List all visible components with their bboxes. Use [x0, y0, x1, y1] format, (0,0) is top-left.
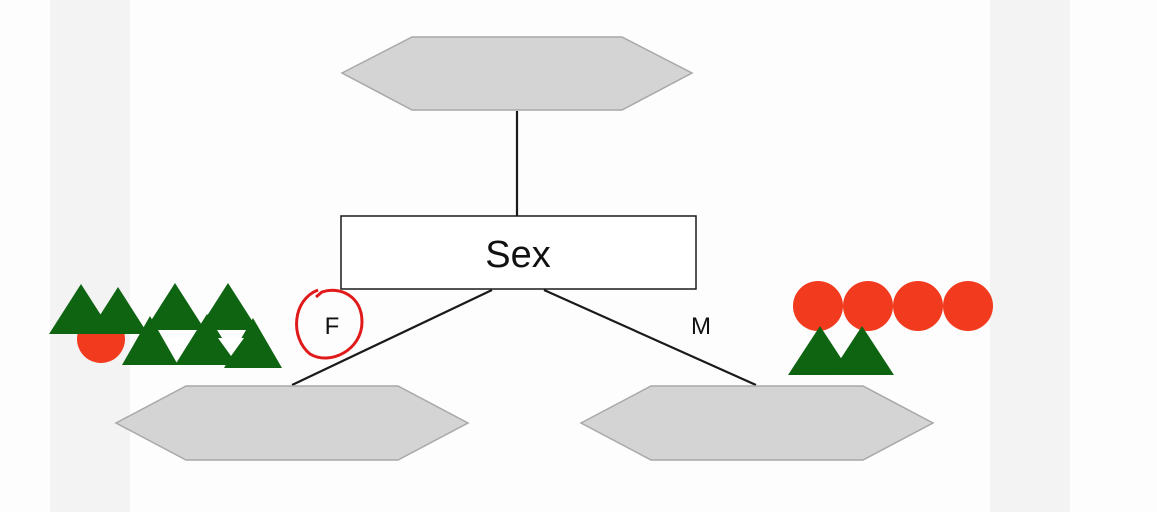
left-leaf-node [114, 385, 470, 461]
triangle-sample [88, 287, 148, 334]
circle-sample [843, 281, 893, 331]
triangle-sample [145, 283, 205, 330]
annotation-circle [295, 288, 364, 360]
left-sample-group [49, 283, 282, 368]
triangle-sample [175, 314, 239, 365]
triangle-gap [218, 338, 244, 356]
top-node [340, 36, 694, 111]
triangle-sample [830, 326, 894, 375]
split-node-box [340, 215, 697, 290]
edge-sex-to-female [291, 289, 493, 386]
triangle-sample [198, 283, 258, 330]
triangle-sample [788, 326, 852, 375]
split-node-label: Sex [485, 234, 550, 276]
triangle-sample [122, 316, 178, 365]
edge-sex-to-male [543, 288, 757, 387]
background-strip-left [50, 0, 130, 512]
triangle-sample [224, 318, 282, 368]
right-sample-group [788, 281, 993, 375]
background-strip-right [990, 0, 1070, 512]
circle-sample [943, 281, 993, 331]
branch-label-f: F [325, 313, 340, 340]
branch-label-m: M [691, 313, 711, 340]
circle-sample [793, 281, 843, 331]
right-leaf-node [579, 385, 935, 461]
circle-sample [893, 281, 943, 331]
triangle-gap [165, 338, 191, 358]
